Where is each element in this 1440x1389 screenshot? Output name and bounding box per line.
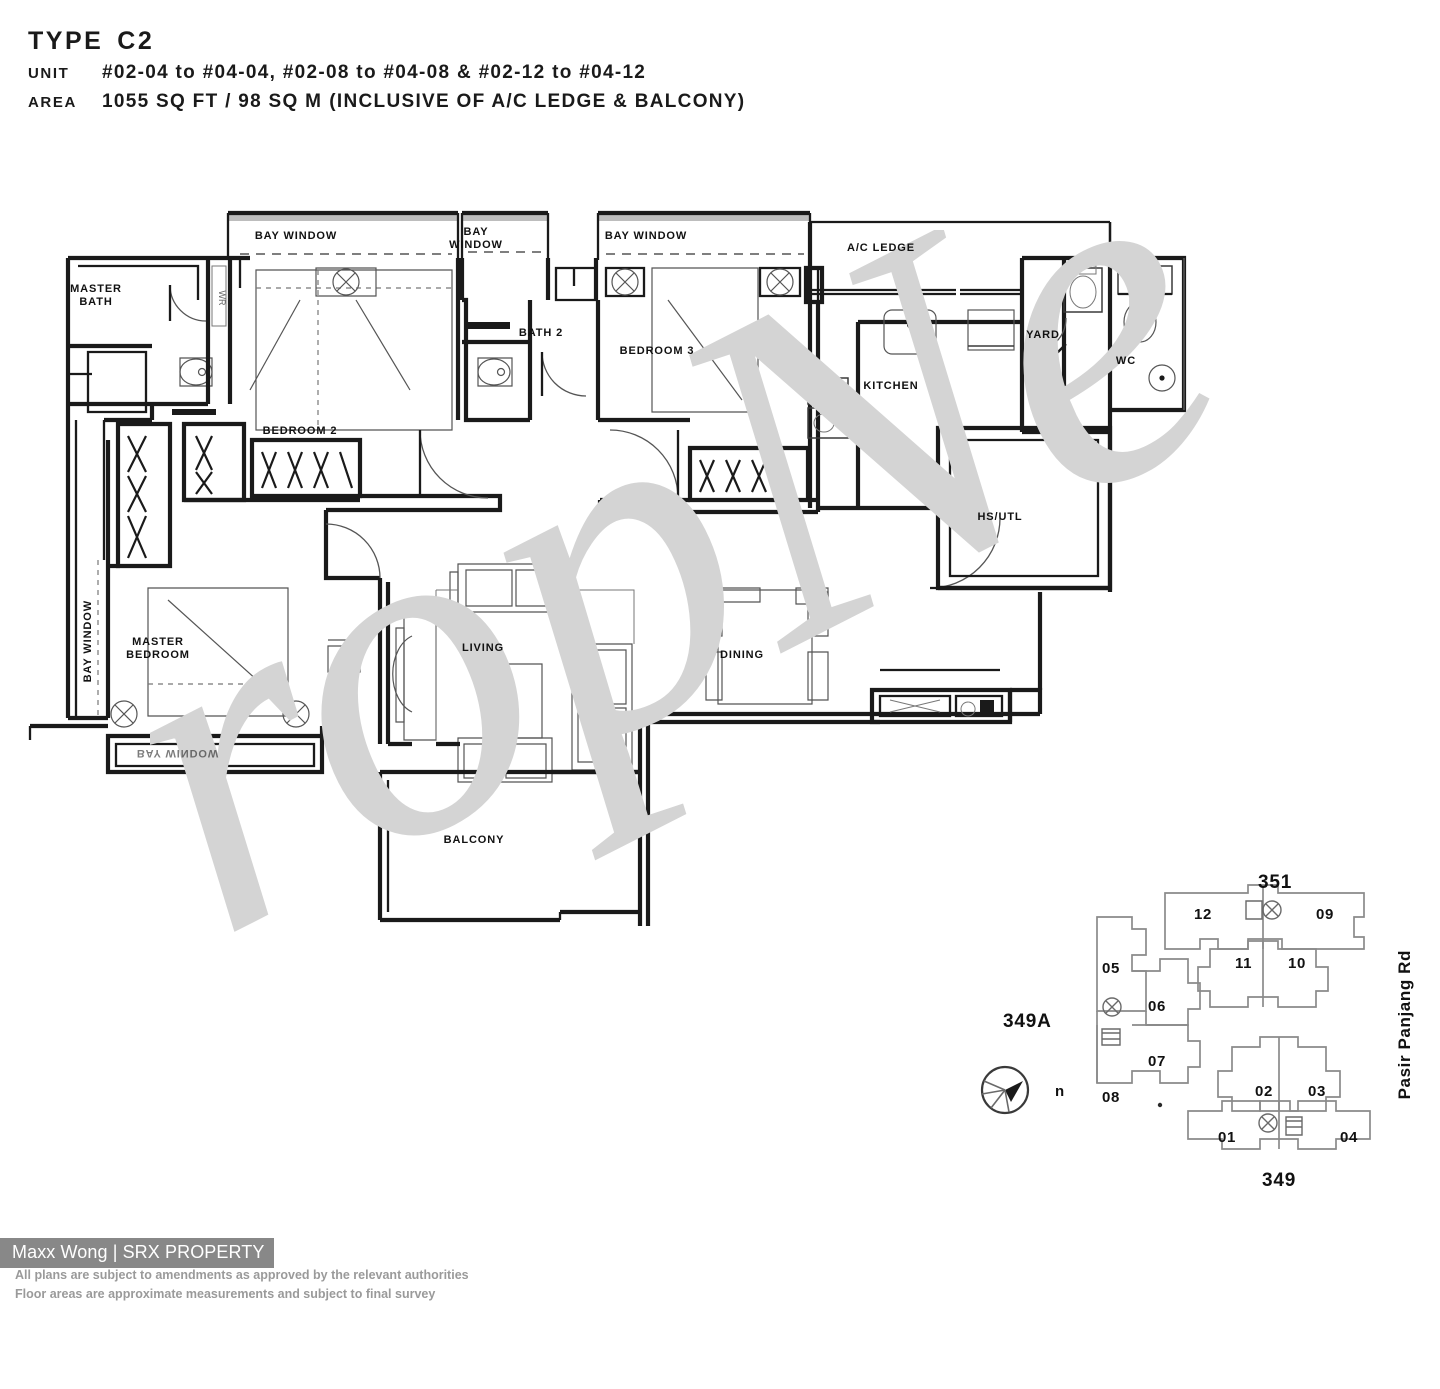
label-bay-window-master-lower: BAY WINDOW xyxy=(136,747,220,759)
disclaimer-text: All plans are subject to amendments as a… xyxy=(15,1266,469,1304)
keyplan-unit-06: 06 xyxy=(1148,998,1166,1015)
room-label-ac-ledge: A/C LEDGE xyxy=(847,242,915,254)
type-label: TYPE xyxy=(28,27,104,55)
label-bay-window-master: BAY WINDOW xyxy=(82,600,94,683)
room-label-hs-utl: HS/UTL xyxy=(977,511,1023,523)
unit-line: UNIT #02-04 to #04-04, #02-08 to #04-08 … xyxy=(28,62,1028,84)
plan-header: TYPE C2 UNIT #02-04 to #04-04, #02-08 to… xyxy=(28,26,1028,113)
room-label-bath-2: BATH 2 xyxy=(518,327,564,339)
keyplan-unit-10: 10 xyxy=(1288,955,1306,972)
disclaimer-line-2: Floor areas are approximate measurements… xyxy=(15,1287,436,1301)
keyplan-unit-08: 08 xyxy=(1102,1089,1120,1106)
room-label-bedroom-3: BEDROOM 3 xyxy=(619,345,695,357)
keyplan-block-349a: 349A xyxy=(1003,1011,1052,1032)
keyplan-unit-05: 05 xyxy=(1102,960,1120,977)
disclaimer-line-1: All plans are subject to amendments as a… xyxy=(15,1268,469,1282)
label-bay-window-bedroom2: BAY WINDOW xyxy=(254,230,338,242)
road-label-pasir-panjang: Pasir Panjang Rd xyxy=(1395,950,1414,1100)
room-label-kitchen: KITCHEN xyxy=(863,380,919,392)
unit-value: #02-04 to #04-04, #02-08 to #04-08 & #02… xyxy=(102,62,647,83)
room-label-master-bedroom: MASTER BEDROOM xyxy=(126,636,190,661)
svg-text:WR: WR xyxy=(217,291,227,306)
keyplan-block-351: 351 xyxy=(1258,872,1293,893)
keyplan-unit-09: 09 xyxy=(1316,906,1334,923)
room-label-living: LIVING xyxy=(461,642,505,654)
room-label-balcony: BALCONY xyxy=(443,834,505,846)
keyplan-unit-02: 02 xyxy=(1255,1083,1273,1100)
area-value: 1055 SQ FT / 98 SQ M xyxy=(102,91,323,112)
keyplan-unit-03: 03 xyxy=(1308,1083,1326,1100)
agent-credit-badge: Maxx Wong | SRX PROPERTY xyxy=(0,1238,275,1268)
keyplan-unit-01: 01 xyxy=(1218,1129,1236,1146)
room-label-master-bath: MASTER BATH xyxy=(70,283,122,308)
keyplan-unit-12: 12 xyxy=(1194,906,1212,923)
compass-north-label: n xyxy=(1055,1083,1065,1100)
keyplan-block-349: 349 xyxy=(1262,1170,1297,1191)
keyplan-unit-04: 04 xyxy=(1340,1129,1358,1146)
type-line: TYPE C2 xyxy=(28,26,1028,56)
room-label-dining: DINING xyxy=(720,649,764,661)
type-value: C2 xyxy=(117,27,155,55)
keyplan-unit-07: 07 xyxy=(1148,1053,1166,1070)
area-label: AREA xyxy=(28,94,77,111)
room-label-wc: WC xyxy=(1115,355,1137,367)
keyplan-unit-11: 11 xyxy=(1235,955,1253,972)
room-label-bedroom-2: BEDROOM 2 xyxy=(262,425,338,437)
key-plan: .kl { fill:none; stroke:#8a8a8a; stroke-… xyxy=(960,855,1430,1205)
area-note: (INCLUSIVE OF A/C LEDGE & BALCONY) xyxy=(329,91,746,112)
room-label-yard: YARD xyxy=(1026,329,1060,341)
label-bay-window-bath2: BAY WINDOW xyxy=(449,226,503,251)
area-line: AREA 1055 SQ FT / 98 SQ M (INCLUSIVE OF … xyxy=(28,91,1028,113)
label-bay-window-bedroom3: BAY WINDOW xyxy=(604,230,688,242)
unit-label: UNIT xyxy=(28,65,70,82)
